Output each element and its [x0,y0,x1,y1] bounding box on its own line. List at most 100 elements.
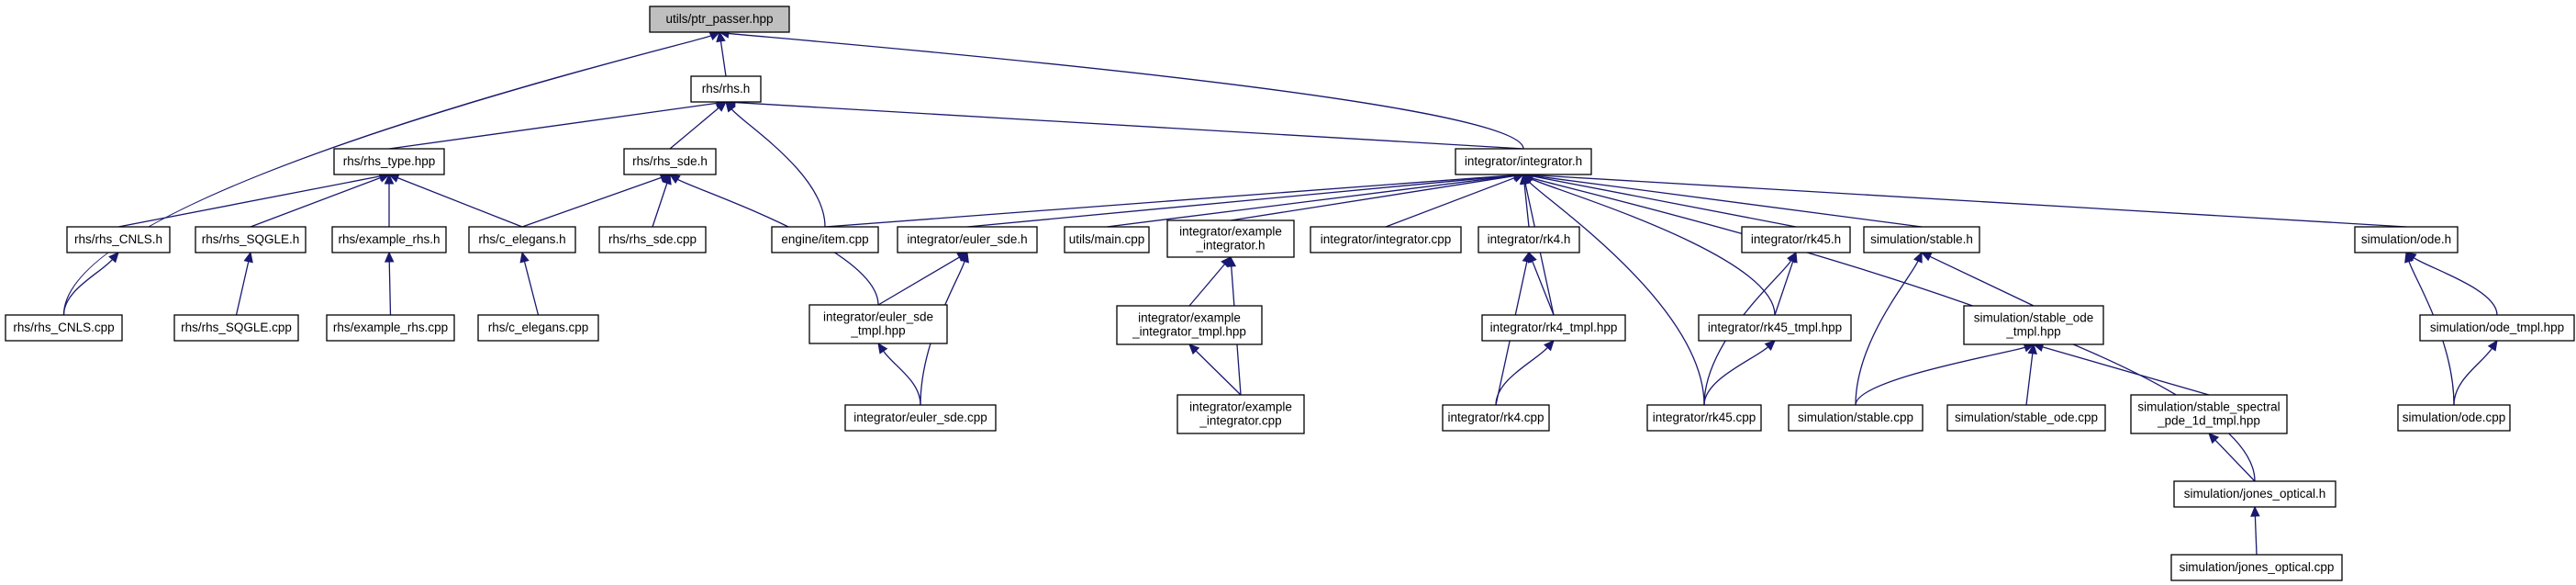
include-edge-line [1774,261,1794,316]
include-edge-arrowhead [1522,251,1532,264]
file-node-stable-cpp[interactable]: simulation/stable.cpp [1788,404,1924,432]
file-node-ode-tmpl[interactable]: simulation/ode_tmpl.hpp [2419,314,2575,342]
file-node-item-cpp[interactable]: engine/item.cpp [771,226,879,253]
file-node-rhs-CNLS-cpp[interactable]: rhs/rhs_CNLS.cpp [5,314,123,342]
file-node-label: rhs/c_elegans.h [478,232,565,246]
file-node-rk45-cpp[interactable]: integrator/rk45.cpp [1646,404,1762,432]
file-node-stable-ode-tmpl[interactable]: simulation/stable_ode_tmpl.hpp [1963,305,2104,345]
file-node-c-elegans-cpp[interactable]: rhs/c_elegans.cpp [477,314,599,342]
file-node-label: _tmpl.hpp [850,324,905,338]
file-node-box [1064,226,1150,253]
include-edge-line [824,174,1515,228]
file-node-rhs-CNLS-h[interactable]: rhs/rhs_CNLS.h [66,226,171,253]
file-node-stable-h[interactable]: simulation/stable.h [1863,226,1980,253]
file-node-example-integrator-tmpl[interactable]: integrator/example_integrator_tmpl.hpp [1116,305,1263,345]
file-node-label: simulation/stable_ode.cpp [1955,411,2098,424]
file-node-integrator-cpp[interactable]: integrator/integrator.cpp [1310,226,1462,253]
include-edge-line [883,350,921,406]
file-node-label: integrator/example [1189,400,1292,414]
file-node-rk45-h[interactable]: integrator/rk45.h [1741,226,1851,253]
file-node-c-elegans-h[interactable]: rhs/c_elegans.h [468,226,576,253]
include-edge [235,251,253,316]
file-node-example-integrator-h[interactable]: integrator/example_integrator.h [1166,219,1295,258]
file-node-rk4-tmpl[interactable]: integrator/rk4_tmpl.hpp [1481,314,1626,342]
include-edge-line [1703,260,1792,406]
file-node-label: integrator/euler_sde.h [907,232,1027,246]
file-node-rhs-h[interactable]: rhs/rhs.h [690,75,762,103]
include-edge-line [1532,174,2407,228]
include-edge-arrowhead [2250,505,2260,517]
include-edge [1703,251,1797,406]
include-edge [1522,171,1923,228]
file-node-label: engine/item.cpp [781,232,868,246]
include-edge-line [966,174,1515,228]
file-node-label: rhs/c_elegans.cpp [488,321,589,334]
file-node-jones-optical-h[interactable]: simulation/jones_optical.h [2173,480,2336,508]
file-node-label: integrator/example [1138,311,1241,325]
file-node-example-integrator-cpp[interactable]: integrator/example_integrator.cpp [1176,394,1305,434]
include-edge-arrowhead [1544,340,1555,352]
include-edge-arrowhead [2404,251,2414,264]
file-node-euler-sde-tmpl[interactable]: integrator/euler_sde_tmpl.hpp [808,304,948,344]
include-edge-arrowhead [243,251,253,264]
include-edge [2404,252,2498,316]
file-node-integrator-h[interactable]: integrator/integrator.h [1455,148,1592,175]
file-node-label: _tmpl.hpp [2005,325,2060,339]
file-node-box [1946,404,2106,432]
file-node-box [1741,226,1851,253]
file-node-box [1698,314,1852,342]
file-node-rk4-h[interactable]: integrator/rk4.h [1478,226,1580,253]
file-node-example-rhs-cpp[interactable]: rhs/example_rhs.cpp [326,314,455,342]
file-node-main-cpp[interactable]: utils/main.cpp [1064,226,1150,253]
file-node-label: rhs/rhs_SQGLE.cpp [181,321,292,334]
include-edge-arrowhead [877,342,888,354]
file-node-label: _integrator.h [1195,239,1265,253]
include-edge [1495,340,1555,406]
include-edge-line [2025,353,2034,406]
include-edge-line [1188,264,1226,307]
include-edge [725,101,826,228]
file-node-ptr-passer[interactable]: utils/ptr_passer.hpp [649,6,790,33]
file-node-box [808,304,948,344]
include-edge-line [397,177,523,228]
file-node-box [66,226,171,253]
file-node-label: integrator/rk45.h [1751,232,1841,246]
include-edge-line [1385,176,1515,228]
file-node-box [690,75,762,103]
file-node-rhs-SQGLE-cpp[interactable]: rhs/rhs_SQGLE.cpp [173,314,299,342]
include-edge [2032,342,2210,396]
include-edge [1920,252,2035,307]
file-node-example-rhs-h[interactable]: rhs/example_rhs.h [331,226,447,253]
file-node-rhs-type[interactable]: rhs/rhs_type.hpp [333,148,445,175]
file-node-rhs-sde-h[interactable]: rhs/rhs_sde.h [623,148,717,175]
file-node-box [2170,554,2343,581]
include-edge-arrowhead [2208,433,2220,444]
include-edge-line [1106,174,1515,228]
file-node-euler-sde-cpp[interactable]: integrator/euler_sde.cpp [844,404,997,432]
include-edge-line [2214,439,2256,482]
file-node-ode-h[interactable]: simulation/ode.h [2354,226,2459,253]
file-node-stable-ode-cpp[interactable]: simulation/stable_ode.cpp [1946,404,2106,432]
file-node-rk4-cpp[interactable]: integrator/rk4.cpp [1442,404,1550,432]
include-edge [1703,340,1776,406]
include-edge-line [2413,257,2498,316]
include-edge-line [669,107,719,150]
file-node-rk45-tmpl[interactable]: integrator/rk45_tmpl.hpp [1698,314,1852,342]
file-node-label: integrator/rk45.cpp [1653,411,1756,424]
include-edge-line [388,261,392,316]
file-node-box [2419,314,2575,342]
file-node-label: rhs/rhs_type.hpp [343,154,436,168]
file-node-label: simulation/stable.cpp [1798,411,1913,424]
file-node-box [1116,305,1263,345]
file-node-box [771,226,879,253]
include-edge [1855,251,1923,406]
include-edge [387,173,523,228]
file-node-jones-optical-cpp[interactable]: simulation/jones_optical.cpp [2170,554,2343,581]
file-node-box [1963,305,2104,345]
file-node-rhs-sde-cpp[interactable]: rhs/rhs_sde.cpp [598,226,707,253]
file-node-rhs-SQGLE-h[interactable]: rhs/rhs_SQGLE.h [195,226,307,253]
include-edge-line [877,256,960,306]
file-node-euler-sde-h[interactable]: integrator/euler_sde.h [897,226,1038,253]
file-node-ode-cpp[interactable]: simulation/ode.cpp [2397,404,2511,432]
file-node-stable-spectral[interactable]: simulation/stable_spectral_pde_1d_tmpl.h… [2130,394,2288,434]
